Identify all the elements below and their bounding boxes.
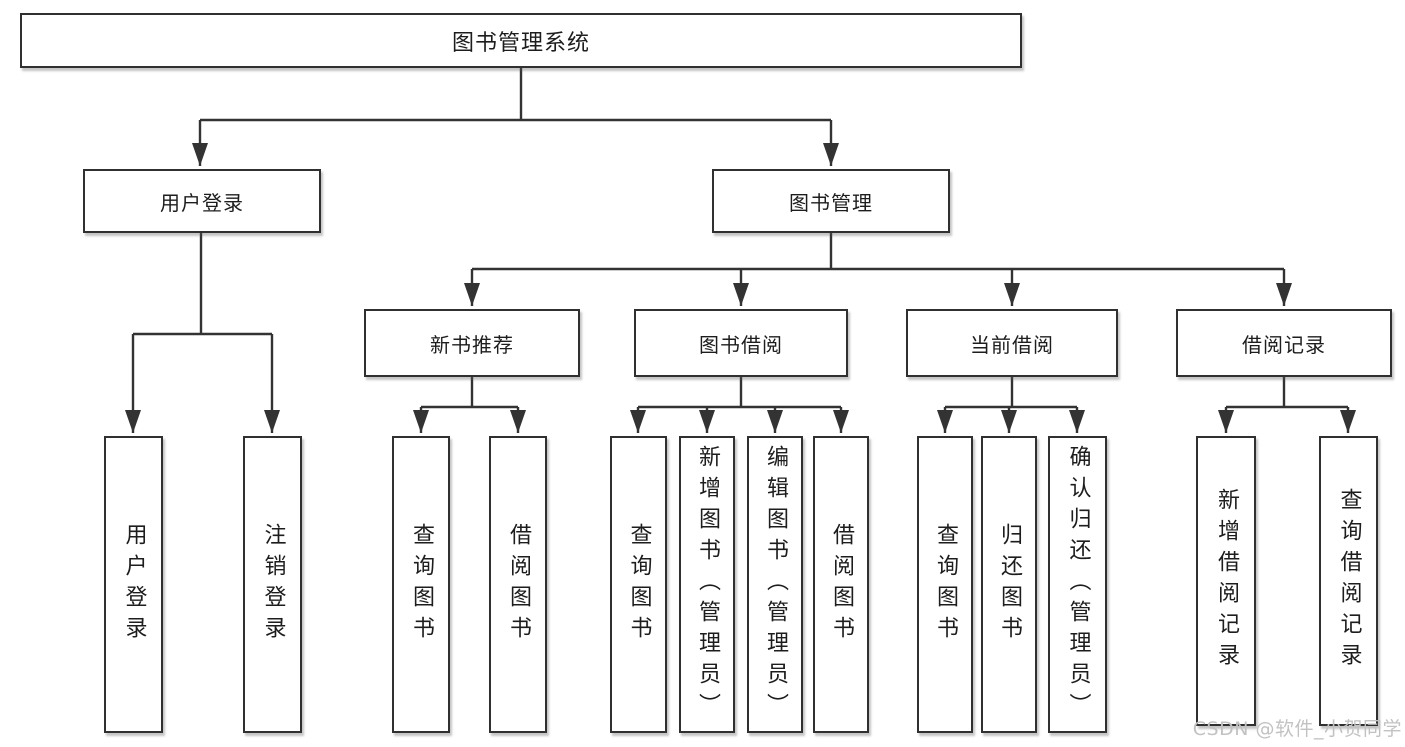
leaf-borrowing-query-books: 查询图书 <box>610 436 667 733</box>
leaf-edit-books-admin: 编辑图书（管理员） <box>747 436 803 733</box>
leaf-query-borrow-record-label: 查询借阅记录 <box>1336 488 1362 674</box>
leaf-recommend-borrow-books: 借阅图书 <box>489 436 547 733</box>
node-new-book-recommend: 新书推荐 <box>364 309 580 377</box>
leaf-borrowing-borrow-books: 借阅图书 <box>813 436 869 733</box>
leaf-user-login: 用户登录 <box>104 436 163 733</box>
node-new-book-recommend-label: 新书推荐 <box>430 332 514 357</box>
connector-userlogin-split <box>133 233 272 336</box>
node-book-borrowing-label: 图书借阅 <box>699 332 783 357</box>
connector-root-split <box>200 68 831 122</box>
connector-borrowing-split <box>638 377 841 409</box>
node-user-login: 用户登录 <box>83 169 321 233</box>
leaf-query-borrow-record: 查询借阅记录 <box>1319 436 1378 726</box>
leaf-current-query-books-label: 查询图书 <box>933 522 958 647</box>
leaf-return-books-label: 归还图书 <box>997 522 1022 647</box>
leaf-borrowing-query-books-label: 查询图书 <box>626 522 652 647</box>
connector-bookmgmt-split <box>472 233 1284 271</box>
node-current-borrowing-label: 当前借阅 <box>970 332 1054 357</box>
leaf-add-borrow-record-label: 新增借阅记录 <box>1214 488 1239 674</box>
leaf-edit-books-admin-label: 编辑图书（管理员） <box>763 445 788 724</box>
leaf-confirm-return-admin-label: 确认归还（管理员） <box>1065 445 1091 724</box>
node-borrowing-records: 借阅记录 <box>1176 309 1392 377</box>
leaf-confirm-return-admin: 确认归还（管理员） <box>1048 436 1107 733</box>
leaf-recommend-query-books-label: 查询图书 <box>409 522 434 647</box>
node-library-system-label: 图书管理系统 <box>451 30 590 56</box>
leaf-recommend-query-books: 查询图书 <box>392 436 450 733</box>
csdn-watermark: CSDN @软件_小贺同学 <box>1192 718 1402 740</box>
node-book-borrowing: 图书借阅 <box>634 309 848 377</box>
node-user-login-label: 用户登录 <box>160 190 244 215</box>
leaf-current-query-books: 查询图书 <box>917 436 973 733</box>
leaf-add-borrow-record: 新增借阅记录 <box>1196 436 1256 726</box>
node-book-management-label: 图书管理 <box>789 190 873 215</box>
leaf-user-login-label: 用户登录 <box>121 522 147 647</box>
connector-recommend-split <box>421 377 518 409</box>
leaf-logout-login-label: 注销登录 <box>260 522 286 647</box>
node-library-system: 图书管理系统 <box>20 13 1022 68</box>
leaf-recommend-borrow-books-label: 借阅图书 <box>506 522 531 647</box>
node-book-management: 图书管理 <box>712 169 950 233</box>
connector-records-split <box>1226 377 1348 409</box>
leaf-return-books: 归还图书 <box>981 436 1037 733</box>
node-borrowing-records-label: 借阅记录 <box>1242 332 1326 357</box>
leaf-add-books-admin-label: 新增图书（管理员） <box>695 445 720 724</box>
leaf-borrowing-borrow-books-label: 借阅图书 <box>829 522 854 647</box>
node-current-borrowing: 当前借阅 <box>906 309 1118 377</box>
leaf-add-books-admin: 新增图书（管理员） <box>679 436 735 733</box>
connector-current-split <box>945 377 1077 409</box>
leaf-logout-login: 注销登录 <box>243 436 302 733</box>
